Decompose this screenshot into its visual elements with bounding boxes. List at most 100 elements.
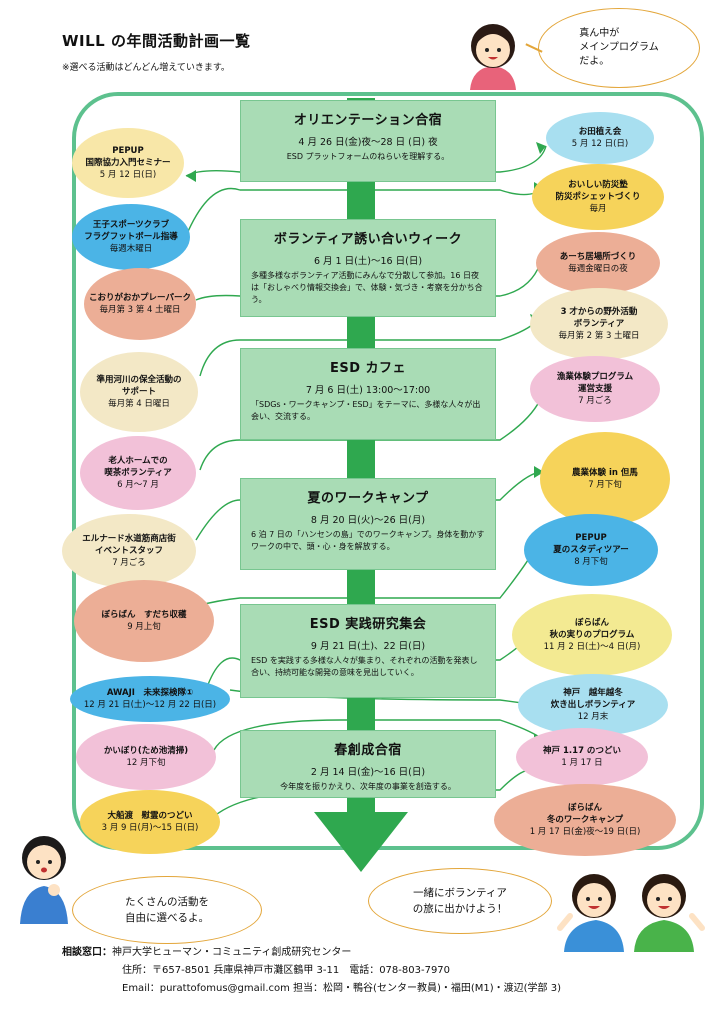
right-activity: あーち居場所づくり 毎週金曜日の夜 — [536, 232, 660, 294]
right-activity: 神戸 越年越冬 炊き出しボランティア 12 月末 — [518, 674, 668, 736]
program-summer-workcamp: 夏のワークキャンプ 8 月 20 日(火)～26 日(月) 6 泊 7 日の「ハ… — [240, 478, 496, 570]
boy-thinking-icon — [14, 828, 74, 926]
program-title: 夏のワークキャンプ — [307, 491, 429, 506]
activity-name: PEPUP 国際協力入門セミナー — [85, 146, 171, 168]
activities-frame — [72, 92, 704, 850]
contact-section: 相談窓口：神戸大学ヒューマン・コミュニティ創成研究センター 住所：〒657-85… — [62, 944, 561, 998]
activity-name: ぼらばん 秋の実りのプログラム — [549, 618, 635, 640]
speech-bubble-left: たくさんの活動を 自由に選べるよ。 — [72, 876, 262, 944]
program-desc: 多種多様なボランティア活動にみんなで分散して参加。16 日夜は「おしゃべり情報交… — [251, 271, 483, 304]
activity-date: 毎週金曜日の夜 — [568, 264, 628, 274]
activity-name: 王子スポーツクラブ フラグフットボール指導 — [84, 220, 178, 242]
left-activity: ぼらばん すだち収穫 9 月上旬 — [74, 580, 214, 662]
program-date: 8 月 20 日(火)～26 日(月) — [310, 515, 426, 526]
program-date: 9 月 21 日(土)、22 日(日) — [310, 641, 426, 652]
contact-address: 住所：〒657-8501 兵庫県神戸市灘区鶴甲 3-11 電話：078-803-… — [122, 965, 451, 976]
two-boys-icon — [556, 866, 706, 952]
right-activity: 3 才からの野外活動 ボランティア 毎月第 2 第 3 土曜日 — [530, 288, 668, 360]
activity-date: 12 月下旬 — [126, 758, 166, 768]
activity-name: おいしい防災塾 防災ポシェットづくり — [555, 180, 641, 202]
contact-label: 相談窓口： — [62, 947, 112, 958]
activity-name: 神戸 1.17 のつどい — [543, 746, 621, 756]
program-desc: ESD を実践する多様な人々が集まり、それぞれの活動を発表し合い、持続可能な開発… — [251, 656, 478, 677]
girl-character-icon — [462, 20, 524, 92]
contact-email: Email：purattofomus@gmail.com 担当：松岡・鴨谷(セン… — [122, 983, 561, 994]
page-title: WILL の年間活動計画一覧 — [62, 32, 251, 50]
activity-name: ぼらばん すだち収穫 — [101, 610, 187, 620]
left-activity: 王子スポーツクラブ フラグフットボール指導 毎週木曜日 — [72, 204, 190, 270]
activity-date: 7 月ごろ — [578, 396, 612, 406]
activity-name: 漁業体験プログラム 運営支援 — [556, 372, 634, 394]
activity-date: 11 月 2 日(土)～4 日(月) — [543, 642, 641, 652]
program-date: 2 月 14 日(金)～16 日(日) — [310, 767, 426, 778]
left-activity: PEPUP 国際協力入門セミナー 5 月 12 日(日) — [72, 128, 184, 198]
left-activity: こおりがおかプレーパーク 毎月第 3 第 4 土曜日 — [84, 268, 196, 340]
program-esd-research: ESD 実践研究集会 9 月 21 日(土)、22 日(日) ESD を実践する… — [240, 604, 496, 698]
activity-date: 毎月第 2 第 3 土曜日 — [558, 331, 640, 341]
activity-name: 3 才からの野外活動 ボランティア — [560, 307, 638, 329]
program-date: 7 月 6 日(土) 13:00～17:00 — [305, 385, 431, 396]
right-activity: ぼらばん 冬のワークキャンプ 1 月 17 日(金)夜～19 日(日) — [494, 784, 676, 856]
activity-name: ぼらばん 冬のワークキャンプ — [546, 803, 624, 825]
activity-date: 5 月 12 日(日) — [571, 139, 629, 149]
activity-date: 毎週木曜日 — [109, 244, 153, 254]
activity-name: AWAJI 未来探検隊① — [106, 688, 194, 698]
activity-date: 7 月ごろ — [112, 558, 146, 568]
program-title: ESD カフェ — [329, 361, 407, 376]
contact-org: 神戸大学ヒューマン・コミュニティ創成研究センター — [112, 947, 352, 958]
page-subtitle: ※選べる活動はどんどん増えていきます。 — [62, 63, 230, 73]
program-title: 春創成合宿 — [334, 743, 402, 758]
program-desc: ESD プラットフォームのねらいを理解する。 — [286, 152, 450, 161]
activity-date: 毎月第 4 日曜日 — [108, 399, 170, 409]
activity-name: 準用河川の保全活動の サポート — [96, 375, 182, 397]
activity-date: 6 月～7 月 — [117, 480, 159, 490]
right-activity: ぼらばん 秋の実りのプログラム 11 月 2 日(土)～4 日(月) — [512, 594, 672, 676]
activity-date: 3 月 9 日(月)～15 日(日) — [101, 823, 199, 833]
left-activity: 大船渡 慰霊のつどい 3 月 9 日(月)～15 日(日) — [80, 790, 220, 854]
program-title: ボランティア誘い合いウィーク — [273, 232, 463, 247]
right-activity: お田植え会 5 月 12 日(日) — [546, 112, 654, 164]
program-desc: 「SDGs・ワークキャンプ・ESD」をテーマに、多様な人々が出会い、交流する。 — [251, 400, 481, 421]
program-orientation: オリエンテーション合宿 4 月 26 日(金)夜～28 日 (日) 夜 ESD … — [240, 100, 496, 182]
activity-name: 神戸 越年越冬 炊き出しボランティア — [550, 688, 636, 710]
activity-name: 大船渡 慰霊のつどい — [107, 811, 193, 821]
left-activity: AWAJI 未来探検隊① 12 月 21 日(土)～12 月 22 日(日) — [70, 676, 230, 722]
program-title: ESD 実践研究集会 — [309, 617, 427, 632]
activity-name: 老人ホームでの 喫茶ボランティア — [104, 456, 172, 478]
activity-name: エルナード水道筋商店街 イベントスタッフ — [82, 534, 176, 556]
right-activity: PEPUP 夏のスタディツアー 8 月下旬 — [524, 514, 658, 586]
activity-date: 毎月第 3 第 4 土曜日 — [99, 305, 181, 315]
activity-name: PEPUP 夏のスタディツアー — [553, 533, 629, 555]
program-desc: 6 泊 7 日の「ハンセンの島」でのワークキャンプ。身体を動かすワークの中で、頭… — [251, 530, 485, 551]
activity-date: 7 月下旬 — [588, 480, 622, 490]
activity-name: あーち居場所づくり — [559, 252, 637, 262]
activity-name: かいぼり(ため池清掃) — [103, 746, 189, 756]
program-date: 6 月 1 日(土)～16 日(日) — [313, 256, 423, 267]
activity-name: こおりがおかプレーパーク — [89, 293, 191, 303]
activity-name: お田植え会 — [578, 127, 622, 137]
right-activity: 神戸 1.17 のつどい 1 月 17 日 — [516, 728, 648, 786]
central-arrow — [347, 98, 375, 818]
program-esd-cafe: ESD カフェ 7 月 6 日(土) 13:00～17:00 「SDGs・ワーク… — [240, 348, 496, 440]
arrow-head-icon — [314, 812, 408, 872]
activity-date: 12 月 21 日(土)～12 月 22 日(日) — [83, 700, 217, 710]
activity-date: 5 月 12 日(日) — [99, 170, 157, 180]
left-activity: かいぼり(ため池清掃) 12 月下旬 — [76, 724, 216, 790]
activity-date: 8 月下旬 — [574, 557, 608, 567]
right-activity: おいしい防災塾 防災ポシェットづくり 毎月 — [532, 164, 664, 230]
activity-date: 1 月 17 日 — [561, 758, 603, 768]
speech-bubble-right: 一緒にボランティア の旅に出かけよう！ — [368, 868, 552, 934]
activity-date: 毎月 — [589, 204, 607, 214]
activity-date: 1 月 17 日(金)夜～19 日(日) — [529, 827, 641, 837]
program-volunteer-week: ボランティア誘い合いウィーク 6 月 1 日(土)～16 日(日) 多種多様なボ… — [240, 219, 496, 317]
activity-date: 9 月上旬 — [127, 622, 161, 632]
right-activity: 農業体験 in 但馬 7 月下旬 — [540, 432, 670, 526]
program-title: オリエンテーション合宿 — [293, 113, 443, 128]
activity-name: 農業体験 in 但馬 — [572, 468, 638, 478]
program-desc: 今年度を振りかえり、次年度の事業を創造する。 — [280, 782, 456, 791]
left-activity: エルナード水道筋商店街 イベントスタッフ 7 月ごろ — [62, 514, 196, 588]
left-activity: 老人ホームでの 喫茶ボランティア 6 月～7 月 — [80, 436, 196, 510]
program-spring-camp: 春創成合宿 2 月 14 日(金)～16 日(日) 今年度を振りかえり、次年度の… — [240, 730, 496, 798]
left-activity: 準用河川の保全活動の サポート 毎月第 4 日曜日 — [80, 352, 198, 432]
right-activity: 漁業体験プログラム 運営支援 7 月ごろ — [530, 356, 660, 422]
